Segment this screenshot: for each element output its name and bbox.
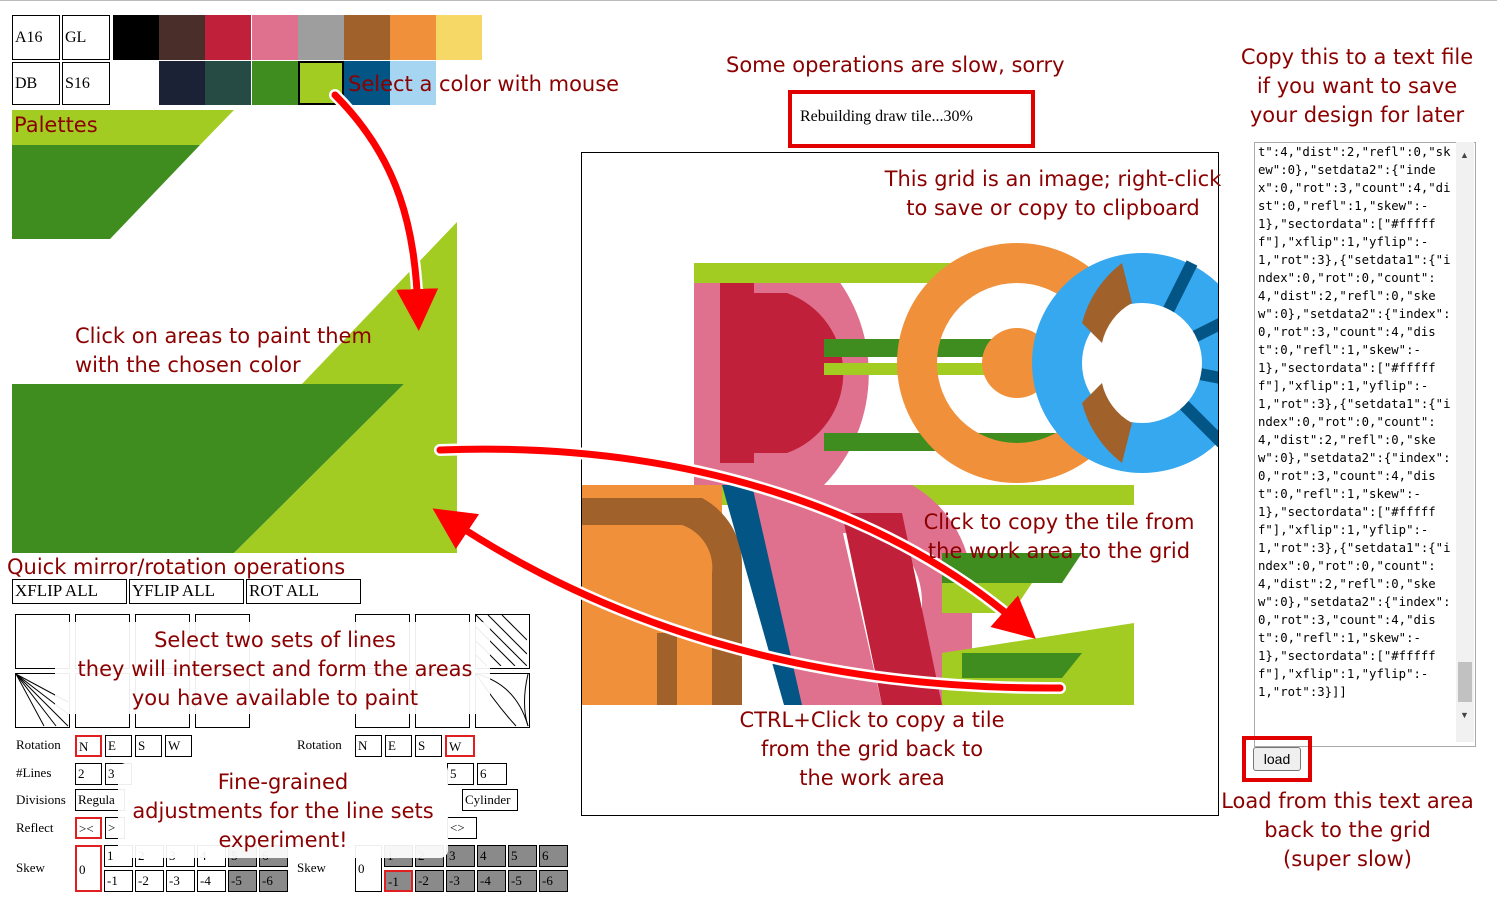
- color-swatch[interactable]: [390, 15, 437, 60]
- design-json-textarea[interactable]: t":4,"dist":2,"refl":0,"skew":0},"setdat…: [1254, 142, 1476, 747]
- skew-label: Skew: [16, 860, 45, 875]
- textarea-scrollbar[interactable]: ▲ ▼: [1456, 142, 1474, 742]
- rot-e-button[interactable]: E: [105, 735, 132, 757]
- color-swatch[interactable]: [344, 61, 390, 105]
- yflip-all-button[interactable]: YFLIP ALL: [129, 579, 244, 604]
- xflip-all-button[interactable]: XFLIP ALL: [12, 579, 127, 604]
- rot-w-button-2[interactable]: W: [445, 735, 475, 757]
- rot-n-button-2[interactable]: N: [355, 735, 382, 757]
- annotation-copy-tile: Click to copy the tile from the work are…: [923, 510, 1195, 563]
- annotation-select-lines: Select two sets of lines they will inter…: [77, 628, 473, 710]
- skew-neg4-button[interactable]: -4: [197, 870, 226, 892]
- color-swatch[interactable]: [344, 15, 390, 60]
- color-swatch[interactable]: [436, 15, 483, 60]
- pattern-grid[interactable]: [581, 152, 1252, 816]
- rotation-label-2: Rotation: [297, 737, 342, 752]
- rot-w-button[interactable]: W: [165, 735, 192, 757]
- rot-all-button[interactable]: ROT ALL: [246, 579, 361, 604]
- skew-3-button[interactable]: 3: [446, 845, 475, 867]
- scroll-thumb[interactable]: [1458, 662, 1472, 702]
- skew-neg1-button[interactable]: -1: [104, 870, 133, 892]
- status-text: Rebuilding draw tile...30%: [800, 108, 973, 125]
- color-swatch[interactable]: [390, 61, 437, 105]
- annotation-slow: Some operations are slow, sorry: [726, 53, 1065, 77]
- annotation-backdrop: [55, 622, 490, 714]
- paint-area[interactable]: [12, 384, 404, 553]
- skew-neg3-button[interactable]: -3: [446, 870, 475, 892]
- annotation-load-from: Load from this text area back to the gri…: [1221, 789, 1474, 871]
- annotation-palettes: Palettes: [14, 113, 98, 137]
- divisions-cylinder-button[interactable]: Cylinder: [462, 789, 518, 811]
- paint-area[interactable]: [12, 145, 200, 239]
- skew-neg2-button[interactable]: -2: [415, 870, 444, 892]
- rotation-label: Rotation: [16, 737, 61, 752]
- skew-neg5-button[interactable]: -5: [508, 870, 537, 892]
- skew-5-button[interactable]: 5: [508, 845, 537, 867]
- paint-area[interactable]: [12, 110, 234, 145]
- skew-neg4-button[interactable]: -4: [477, 870, 506, 892]
- color-swatch[interactable]: [205, 15, 252, 60]
- color-swatch[interactable]: [251, 61, 298, 105]
- reflect-right-button[interactable]: <>: [447, 817, 477, 839]
- color-swatch[interactable]: [297, 15, 344, 60]
- skew-neg3-button[interactable]: -3: [166, 870, 195, 892]
- annotation-click-areas: Click on areas to paint them with the ch…: [75, 324, 372, 377]
- rot-e-button-2[interactable]: E: [385, 735, 412, 757]
- skew-0-button[interactable]: 0: [75, 845, 102, 892]
- skew-neg2-button[interactable]: -2: [135, 870, 164, 892]
- color-swatch[interactable]: [251, 15, 298, 60]
- palette-gl-button[interactable]: GL: [62, 15, 110, 60]
- skew-label-2: Skew: [297, 860, 326, 875]
- status-highlight: [788, 90, 1035, 148]
- work-area-tile[interactable]: [12, 110, 457, 555]
- skew-neg6-button[interactable]: -6: [259, 870, 288, 892]
- lines-label: #Lines: [16, 765, 52, 780]
- reflect-in-button[interactable]: ><: [75, 817, 102, 839]
- color-swatch[interactable]: [113, 61, 159, 105]
- paint-area[interactable]: [234, 384, 457, 553]
- color-swatch[interactable]: [159, 61, 206, 105]
- annotation-grid-image: This grid is an image; right-click to sa…: [884, 167, 1222, 220]
- annotation-fine-grained: Fine-grained adjustments for the line se…: [132, 770, 434, 852]
- palette-s16-button[interactable]: S16: [62, 62, 110, 105]
- color-swatch[interactable]: [205, 61, 252, 105]
- skew-neg5-button[interactable]: -5: [228, 870, 257, 892]
- skew-4-button[interactable]: 4: [477, 845, 506, 867]
- color-swatch[interactable]: [113, 15, 159, 60]
- annotation-ctrl-click: CTRL+Click to copy a tile from the grid …: [739, 708, 1005, 790]
- annotation-select-color: Select a color with mouse: [348, 72, 620, 96]
- skew-neg6-button[interactable]: -6: [539, 870, 568, 892]
- rot-s-button-2[interactable]: S: [415, 735, 442, 757]
- load-button[interactable]: load: [1253, 747, 1301, 771]
- annotation-copy-text: Copy this to a text file if you want to …: [1240, 45, 1474, 127]
- lines-2-button[interactable]: 2: [75, 763, 102, 785]
- palette-db-button[interactable]: DB: [12, 62, 60, 105]
- skew-6-button[interactable]: 6: [539, 845, 568, 867]
- top-border: [0, 0, 1497, 1]
- color-swatch[interactable]: [159, 15, 206, 60]
- divisions-label: Divisions: [16, 792, 66, 807]
- skew-neg1-button[interactable]: -1: [384, 870, 413, 892]
- lines-6-button-2[interactable]: 6: [477, 763, 507, 785]
- reflect-label: Reflect: [16, 820, 54, 835]
- load-highlight: [1242, 736, 1312, 782]
- rot-s-button[interactable]: S: [135, 735, 162, 757]
- palette-a16-button[interactable]: A16: [12, 15, 60, 60]
- annotation-quick-ops: Quick mirror/rotation operations: [7, 555, 346, 579]
- annotation-backdrop: [118, 763, 448, 858]
- rot-n-button[interactable]: N: [75, 735, 102, 757]
- divisions-regular-button[interactable]: Regula: [75, 789, 125, 811]
